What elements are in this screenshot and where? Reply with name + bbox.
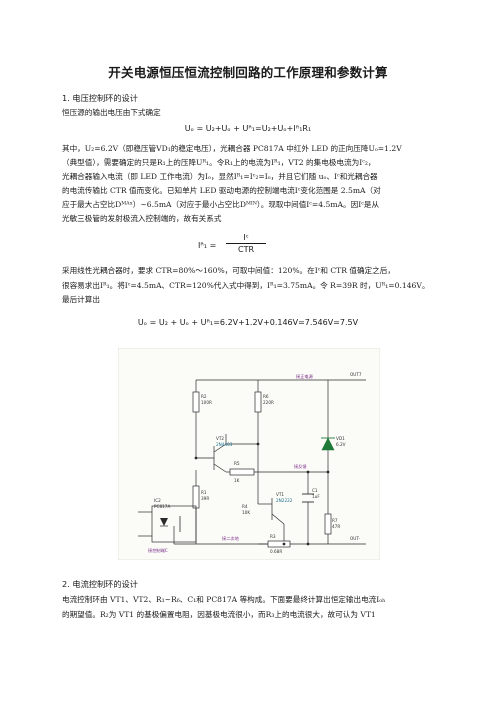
resistors bbox=[192, 391, 332, 548]
label-r7-value: 47R bbox=[332, 524, 340, 529]
junction-dots bbox=[194, 442, 330, 546]
label-r7: R7 bbox=[332, 518, 338, 523]
equation-ir1-fraction: Iᶜ CTR bbox=[226, 233, 266, 254]
label-r4: R4 bbox=[242, 504, 248, 509]
circuit-schematic: OUT7 R2 100R R6 220R VD1 6.2V VT2 2N4403… bbox=[118, 348, 380, 560]
resistor-r5 bbox=[229, 468, 255, 476]
resistor-r3 bbox=[267, 540, 291, 548]
label-vd1: VD1 bbox=[336, 436, 345, 441]
label-side-a: 接正电源 bbox=[296, 373, 314, 380]
text-line-6: 应于最大占空比Dᴹᴬˣ）~6.5mA（对应于最小占空比Dᴹᴵᴺ）。现取中间值Iᶜ… bbox=[62, 200, 380, 209]
equation-ir1-lhs: Iᴿ₁ = bbox=[198, 241, 217, 250]
resistor-r1 bbox=[192, 485, 200, 509]
label-vt1-value: 2N2222 bbox=[276, 498, 293, 503]
text-line-3: （典型值），需要确定的只是R₁上的压降Uᴿ₁。令R₁上的电流为Iᴿ₁，VT2 的… bbox=[62, 158, 376, 167]
label-r2-value: 100R bbox=[201, 400, 212, 405]
label-secondary-ground: 接二次地 bbox=[222, 535, 240, 542]
label-vout: OUT7 bbox=[350, 372, 362, 377]
label-r6-value: 220R bbox=[263, 400, 274, 405]
fraction-numerator: Iᶜ bbox=[226, 233, 266, 244]
resistor-r6 bbox=[254, 391, 262, 413]
text-line-12: 的期望值。R₂为 VT1 的基极偏置电阻，因基极电流很小，而R₃上的电流很大，故… bbox=[62, 610, 376, 619]
component-labels: OUT7 R2 100R R6 220R VD1 6.2V VT2 2N4403… bbox=[148, 372, 362, 554]
schematic-frame bbox=[118, 348, 380, 560]
resistor-r7 bbox=[324, 513, 332, 535]
label-r1-value: 39R bbox=[201, 496, 209, 501]
text-line-1: 恒压源的输出电压由下式确定 bbox=[62, 108, 161, 117]
label-ic2: IC2 bbox=[154, 498, 161, 503]
equation-output-voltage: Uₒ = U₂+Uₒ + Uᴿ₁=U₂+Uₒ+Iᴿ₁R₁ bbox=[184, 124, 312, 133]
section-2-heading: 2. 电流控制环的设计 bbox=[62, 579, 138, 589]
text-line-2: 其中，U₂=6.2V（即稳压管VD₁的稳定电压），光耦合器 PC817A 中红外… bbox=[62, 144, 402, 153]
label-r4-value: 10K bbox=[242, 510, 250, 515]
label-vt2-value: 2N4403 bbox=[216, 442, 233, 447]
label-r5-value: 1K bbox=[234, 478, 240, 483]
label-c1-value: 1uF bbox=[312, 494, 320, 499]
text-line-7: 光敏三极管的发射极流入控制端的，故有关系式 bbox=[62, 214, 222, 223]
text-line-9: 很容易求出Iᴿ₁。将Iᶜ=4.5mA、CTR=120%代入式中得到，Iᴿ₁=3.… bbox=[62, 281, 430, 290]
label-out-minus: OUT- bbox=[350, 536, 361, 541]
label-r1: R1 bbox=[201, 490, 207, 495]
equation-final-voltage: Uₒ = U₂ + Uₒ + Uᴿ₁=6.2V+1.2V+0.146V=7.54… bbox=[137, 318, 359, 327]
fraction-denominator: CTR bbox=[237, 245, 255, 254]
label-c1: C1 bbox=[312, 488, 318, 493]
text-line-5: 的电流传输比 CTR 值而变化。已知单片 LED 驱动电源的控制端电流Iᶜ变化范… bbox=[62, 186, 381, 195]
label-r2: R2 bbox=[201, 394, 207, 399]
text-line-10: 最后计算出 bbox=[62, 295, 100, 304]
label-vt2: VT2 bbox=[216, 436, 224, 441]
label-ic2-value: PC817A bbox=[154, 504, 170, 509]
optocoupler-ic2 bbox=[151, 505, 197, 543]
label-r5: R5 bbox=[234, 461, 240, 466]
label-vd1-value: 6.2V bbox=[336, 442, 346, 447]
label-r3-value: 0.68R bbox=[270, 549, 282, 554]
text-line-11: 电流控制环由 VT1、VT2、R₁~R₆、C₁和 PC817A 等构成。下面要最… bbox=[62, 595, 386, 604]
section-1-heading: 1. 电压控制环的设计 bbox=[62, 93, 138, 103]
capacitor-c1 bbox=[302, 493, 314, 503]
zener-diode-vd1 bbox=[321, 426, 335, 451]
resistor-r2 bbox=[192, 391, 200, 413]
label-r3: R3 bbox=[270, 534, 276, 539]
label-side-b: 接反馈 bbox=[294, 463, 307, 470]
document-title: 开关电源恒压恒流控制回路的工作原理和参数计算 bbox=[108, 65, 388, 80]
label-control-terminal: 接控制端C bbox=[148, 547, 168, 554]
text-line-4: 光耦合器输入电流（即 LED 工作电流）为Iₒ，显然Iᴿ₁=Iᶜ₂=Iₒ，并且它… bbox=[62, 172, 378, 181]
text-line-8: 采用线性光耦合器时，要求 CTR=80%～160%，可取中间值：120%。在Iᶜ… bbox=[62, 266, 395, 275]
label-vt1: VT1 bbox=[276, 492, 284, 497]
label-r6: R6 bbox=[263, 394, 269, 399]
